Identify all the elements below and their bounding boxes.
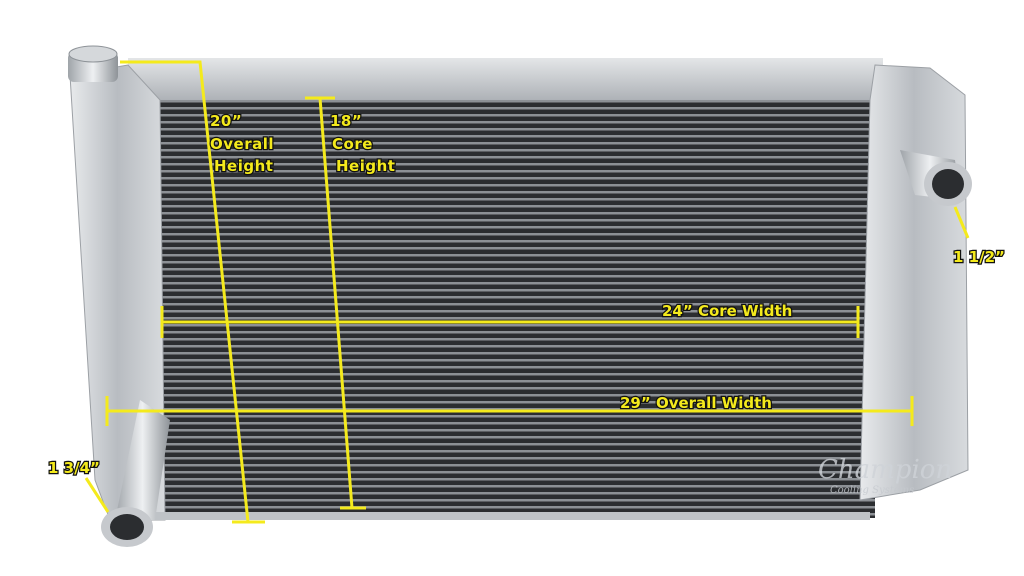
radiator-core xyxy=(140,98,875,518)
radiator-body xyxy=(68,45,972,547)
overall-height-line xyxy=(120,60,250,523)
outlet-size-label: 1 1/2” xyxy=(953,248,1005,266)
watermark-sub: Cooling Systems xyxy=(830,485,914,496)
overall-height-label-line3: Height xyxy=(214,157,273,175)
core-height-line xyxy=(318,97,354,509)
outlet-leader xyxy=(953,206,970,239)
watermark: Champion Cooling Systems xyxy=(818,455,952,496)
right-tank xyxy=(859,64,969,501)
filler-neck xyxy=(68,45,118,82)
core-height-label-value: 18” xyxy=(330,112,362,130)
core-height-label-line3: Height xyxy=(336,157,395,175)
dimension-lines xyxy=(84,60,970,524)
core-height-label-line2: Core xyxy=(332,135,373,153)
inlet-size-label: 1 3/4” xyxy=(48,459,100,477)
watermark-brand: Champion xyxy=(818,455,952,485)
top-tank xyxy=(128,58,883,100)
overall-height-label-line2: Overall xyxy=(210,135,274,153)
overall-height-label-value: 20” xyxy=(210,112,242,130)
outlet-pipe xyxy=(900,150,972,206)
overall-width-label: 29” Overall Width xyxy=(620,394,772,412)
dimension-labels: 20” Overall Height 18” Core Height 24” C… xyxy=(47,111,1006,479)
core-width-label: 24” Core Width xyxy=(662,302,792,320)
bottom-rail xyxy=(140,512,870,520)
inlet-pipe xyxy=(101,400,170,547)
inlet-leader xyxy=(84,477,110,513)
